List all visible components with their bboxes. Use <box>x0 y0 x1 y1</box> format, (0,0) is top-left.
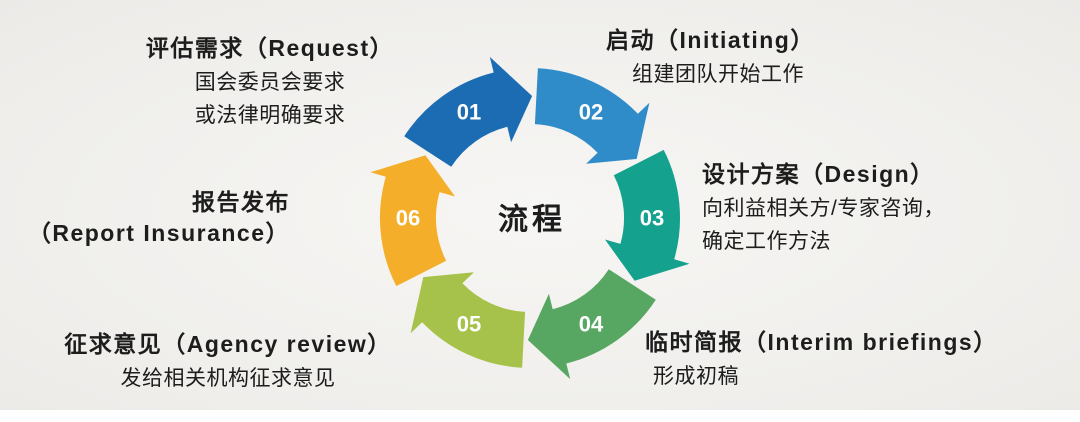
bottom-white-strip <box>0 410 1080 422</box>
diagram-center-label: 流程 <box>498 204 566 237</box>
initiating-title: 启动（Initiating） <box>606 27 815 53</box>
step-number-05: 05 <box>457 312 481 337</box>
process-arrow-step-01 <box>404 56 533 167</box>
label-block-agency: 征求意见（Agency review） 发给相关机构征求意见 <box>38 330 418 392</box>
label-block-design: 设计方案（Design） 向利益相关方/专家咨询， 确定工作方法 <box>702 160 945 255</box>
design-line1: 向利益相关方/专家咨询， <box>702 196 945 220</box>
request-line2: 或法律明确要求 <box>194 104 346 127</box>
step-number-02: 02 <box>579 100 603 125</box>
process-arrow-step-04 <box>527 269 656 380</box>
interim-line1: 形成初稿 <box>653 364 739 388</box>
report-title-en: （Report Insurance） <box>27 219 290 246</box>
process-arrow-step-06 <box>370 155 455 287</box>
step-number-06: 06 <box>396 206 420 231</box>
agency-line1: 发给相关机构征求意见 <box>120 366 336 390</box>
request-line1: 国会委员会要求 <box>194 70 346 94</box>
label-block-report: 报告发布 （Report Insurance） <box>0 186 290 248</box>
agency-title: 征求意见（Agency review） <box>64 331 392 357</box>
request-title: 评估需求（Request） <box>145 35 395 61</box>
step-number-01: 01 <box>457 100 481 125</box>
process-arrow-step-03 <box>605 149 690 281</box>
label-block-request: 评估需求（Request） 国会委员会要求 或法律明确要求 <box>120 34 420 129</box>
label-block-initiating: 启动（Initiating） 组建团队开始工作 <box>606 26 815 88</box>
label-block-interim: 临时简报（Interim briefings） 形成初稿 <box>645 328 998 390</box>
step-number-04: 04 <box>579 312 604 337</box>
design-line2: 确定工作方法 <box>702 230 831 253</box>
process-arrow-step-02 <box>534 68 650 164</box>
initiating-line1: 组建团队开始工作 <box>632 62 804 86</box>
process-arrow-step-05 <box>410 272 526 368</box>
step-number-03: 03 <box>640 206 664 231</box>
design-title: 设计方案（Design） <box>702 161 935 187</box>
interim-title: 临时简报（Interim briefings） <box>645 329 998 355</box>
report-title: 报告发布 <box>192 189 290 215</box>
